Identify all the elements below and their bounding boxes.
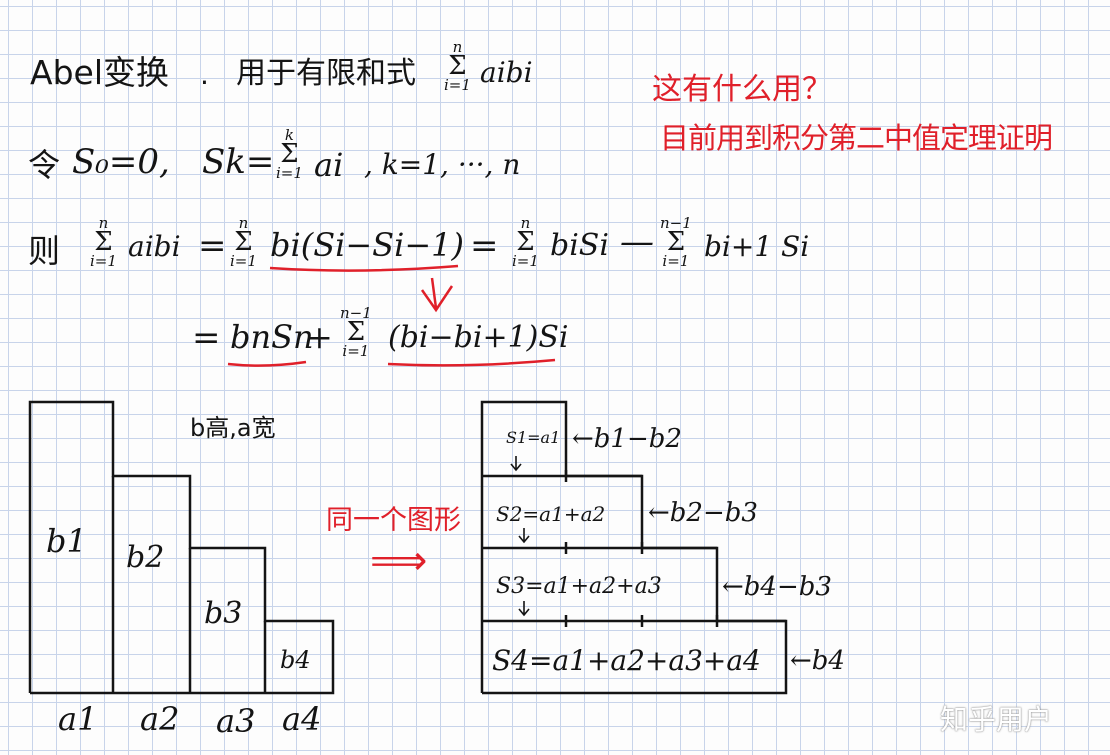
line4-second-term: (bi−bi+1)Si (388, 320, 569, 355)
row-label-s4: S4=a1+a2+a3+a4 (492, 644, 761, 677)
row-label-s2: S2=a1+a2 (496, 502, 606, 526)
line2-prefix: 令 (28, 146, 61, 184)
annotation-usage: 目前用到积分第二中值定理证明 (660, 121, 1053, 155)
line3-lhs: aibi (128, 230, 181, 263)
line3-minus: — (620, 222, 654, 262)
line2-range: , k=1, ···, n (364, 148, 521, 181)
width-label-a4: a4 (282, 700, 322, 738)
red-arrow-down (420, 277, 454, 313)
underline-first-term (227, 360, 307, 367)
side-label-1: ←b1−b2 (572, 424, 682, 454)
height-label-b2: b2 (126, 540, 165, 575)
underline-second-term (387, 358, 556, 367)
height-label-b4: b4 (280, 646, 311, 674)
side-label-4: ←b4 (790, 646, 845, 676)
title-dot: . (200, 58, 209, 91)
implies-arrow-icon: ⟹ (370, 538, 428, 584)
line3-fourth-term: bi+1 Si (704, 230, 810, 263)
left-figure-note: b高,a宽 (190, 414, 276, 442)
side-label-3: ←b4−b3 (722, 572, 832, 602)
line4-eq: = (192, 318, 221, 358)
line3-third-term: biSi (550, 228, 609, 263)
row-label-s1: S1=a1 (506, 428, 561, 447)
annotation-question: 这有什么用？ (652, 72, 832, 107)
underline-middle-term (269, 264, 459, 272)
width-label-a3: a3 (216, 702, 256, 740)
line3-eq-2: = (470, 226, 499, 266)
watermark: 知乎用户 (940, 703, 1053, 736)
line2-s0: S₀=0, (72, 142, 170, 182)
title-term: aibi (480, 56, 533, 89)
line2-term: ai (314, 146, 344, 184)
line3-eq-1: = (198, 226, 227, 266)
left-staircase (28, 400, 335, 695)
abel-title: Abel变换 (30, 53, 169, 92)
line4-plus: + (306, 318, 333, 356)
title-description: 用于有限和式 (236, 56, 416, 91)
same-shape-caption: 同一个图形 (326, 505, 461, 536)
width-label-a1: a1 (58, 700, 98, 738)
line3-middle-term: bi(Si−Si−1) (270, 226, 464, 264)
width-label-a2: a2 (140, 700, 180, 738)
line4-first-term: bnSn (230, 318, 314, 356)
height-label-b1: b1 (46, 522, 87, 560)
line2-sk: Sk= (202, 142, 275, 182)
right-staircase (480, 400, 788, 695)
side-label-2: ←b2−b3 (648, 498, 758, 528)
height-label-b3: b3 (204, 596, 243, 631)
line3-prefix: 则 (28, 232, 61, 270)
row-label-s3: S3=a1+a2+a3 (496, 574, 662, 599)
